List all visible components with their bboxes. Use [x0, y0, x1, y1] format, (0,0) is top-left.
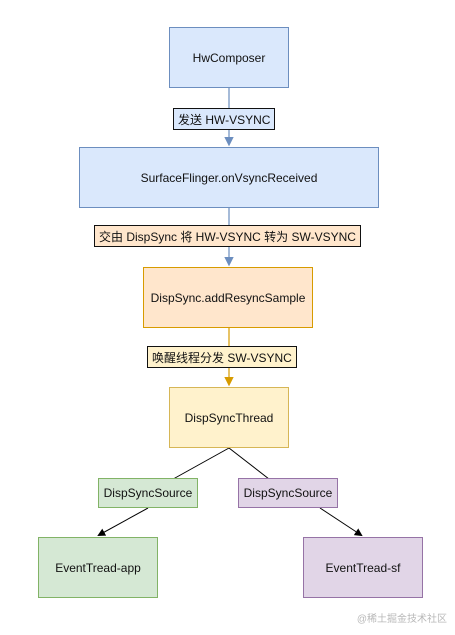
- eventtread-app-node: EventTread-app: [38, 537, 158, 598]
- edge-source-right-to-sf: [319, 507, 363, 537]
- dispsyncsource-right-node: DispSyncSource: [238, 478, 338, 508]
- hwcomposer-node: HwComposer: [169, 27, 289, 88]
- edge-label-hand-to-dispsync: 交由 DispSync 将 HW-VSYNC 转为 SW-VSYNC: [94, 225, 361, 247]
- dispsyncsource-left-node: DispSyncSource: [98, 478, 198, 508]
- dispsync-addresyncsample-node: DispSync.addResyncSample: [143, 267, 313, 328]
- eventtread-sf-node: EventTread-sf: [303, 537, 423, 598]
- edge-source-left-to-app: [97, 507, 149, 536]
- edge-label-send-hw-vsync: 发送 HW-VSYNC: [173, 108, 276, 130]
- edge-label-wake-thread: 唤醒线程分发 SW-VSYNC: [147, 346, 297, 368]
- surfaceflinger-node: SurfaceFlinger.onVsyncReceived: [79, 147, 379, 208]
- dispsyncthread-node: DispSyncThread: [169, 387, 289, 448]
- watermark: @稀土掘金技术社区: [356, 614, 447, 625]
